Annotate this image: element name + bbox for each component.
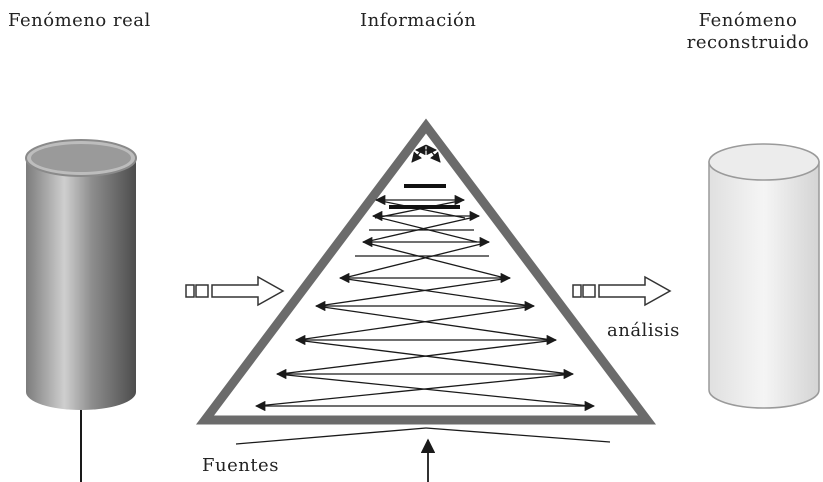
real-cylinder: [25, 139, 137, 410]
reconstructed-cylinder: [708, 143, 820, 409]
information-label: Información: [360, 10, 477, 31]
sources-label: Fuentes: [202, 455, 279, 476]
reconstructed-label-line-2: reconstruido: [686, 32, 810, 53]
analysis-arrow: [572, 275, 672, 307]
information-pyramid: [195, 118, 657, 425]
real-phenomenon-label: Fenómeno real: [8, 10, 151, 31]
reconstructed-phenomenon-label: Fenómeno reconstruido: [673, 10, 823, 54]
input-arrow: [185, 275, 285, 307]
analysis-label: análisis: [607, 320, 680, 341]
source-line-right: [425, 427, 611, 443]
crossing-arrows: [254, 144, 596, 412]
reconstructed-label-line-1: Fenómeno: [698, 10, 798, 31]
source-line-left: [235, 427, 427, 445]
